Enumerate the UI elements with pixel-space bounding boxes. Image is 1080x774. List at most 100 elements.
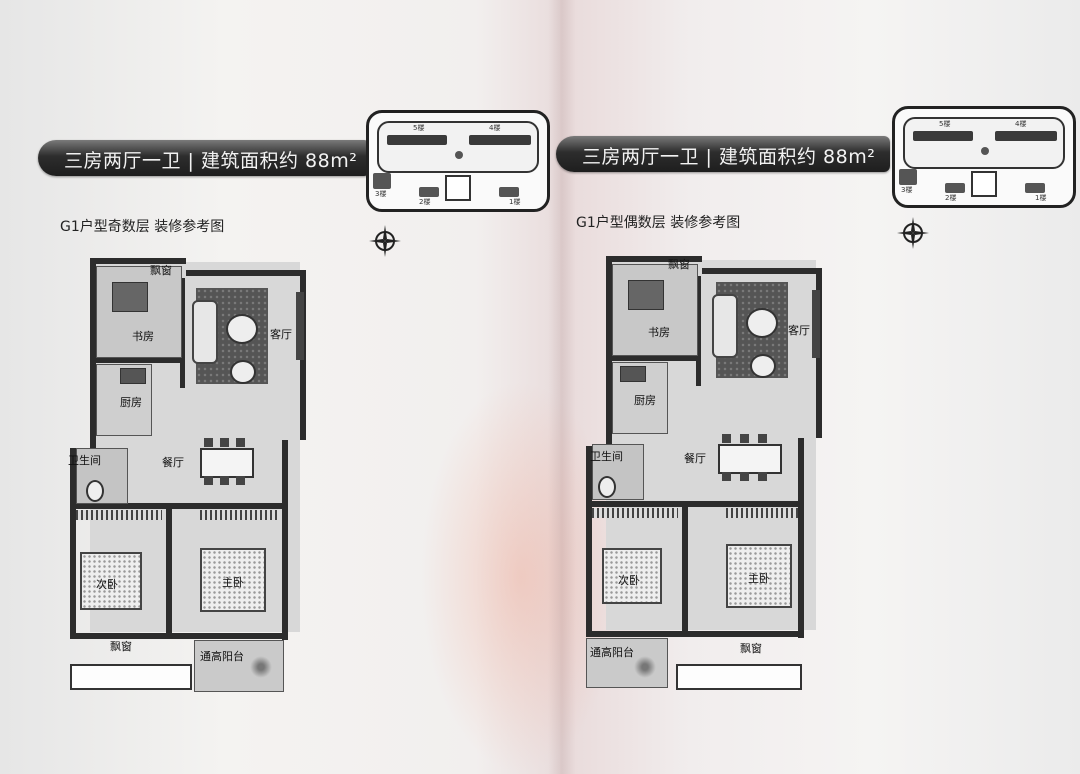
wardrobe: [592, 508, 678, 518]
keymap-label-1: 1楼: [509, 198, 521, 206]
wall: [90, 258, 186, 264]
second-bed: [80, 552, 142, 610]
living-sofa: [192, 300, 218, 364]
wall: [586, 501, 798, 507]
room-label-living: 客厅: [788, 324, 810, 337]
keymap-building-1: [1025, 183, 1045, 193]
room-label-study: 书房: [132, 330, 154, 343]
coffee-table: [226, 314, 258, 344]
keymap-label-4: 4楼: [1015, 120, 1027, 128]
study-desk: [112, 282, 148, 312]
keymap-label-2: 2楼: [419, 198, 431, 206]
dining-chair: [758, 472, 767, 481]
keymap-label-3: 3楼: [375, 190, 387, 198]
site-keymap-left: 5楼 4楼 3楼 2楼 1楼: [366, 110, 550, 212]
tv-cabinet: [296, 292, 304, 360]
wall: [606, 256, 612, 456]
floor-plan-odd: 飘窗 书房 客厅 厨房 餐厅 卫生间 次卧 主卧 飘窗 通高阳台: [60, 248, 320, 698]
study-desk: [628, 280, 664, 310]
keymap-building-row: [995, 131, 1057, 141]
keymap-building-3: [373, 173, 391, 189]
room-label-bay-window-bottom: 飘窗: [740, 642, 762, 655]
wall: [282, 440, 288, 640]
dining-chair: [740, 472, 749, 481]
toilet: [598, 476, 616, 498]
dining-table: [200, 448, 254, 478]
keymap-center-dot: [981, 147, 989, 155]
room-label-bay-window-top: 飘窗: [150, 264, 172, 277]
wardrobe: [726, 508, 798, 518]
dining-chair: [220, 476, 229, 485]
dining-chair: [236, 476, 245, 485]
wall: [70, 448, 76, 638]
wall: [682, 501, 688, 631]
plan-label-left: G1户型奇数层 装修参考图: [60, 219, 225, 235]
keymap-square: [445, 175, 471, 201]
room-label-balcony: 通高阳台: [200, 650, 244, 663]
plant-icon: [250, 656, 272, 678]
study-room: [612, 264, 698, 356]
wall: [166, 503, 172, 633]
wall: [702, 268, 816, 274]
compass-icon: [369, 225, 401, 257]
room-label-second-bedroom: 次卧: [618, 574, 640, 587]
room-label-kitchen: 厨房: [120, 396, 142, 409]
keymap-square: [971, 171, 997, 197]
wardrobe: [76, 510, 162, 520]
wall: [70, 503, 282, 509]
room-label-bay-window-bottom: 飘窗: [110, 640, 132, 653]
dining-chair: [220, 438, 229, 447]
bathroom-room: [592, 444, 644, 500]
keymap-building-row: [913, 131, 973, 141]
stove: [620, 366, 646, 382]
room-label-living: 客厅: [270, 328, 292, 341]
room-label-dining: 餐厅: [162, 456, 184, 469]
banner-right: 三房两厅一卫 | 建筑面积约 88m²: [556, 136, 890, 172]
keymap-building-2: [945, 183, 965, 193]
room-label-study: 书房: [648, 326, 670, 339]
dining-chair: [204, 438, 213, 447]
dining-chair: [740, 434, 749, 443]
room-label-master-bedroom: 主卧: [222, 576, 244, 589]
armchair: [230, 360, 256, 384]
banner-title-right: 三房两厅一卫 | 建筑面积约 88m²: [582, 146, 876, 168]
wall: [606, 256, 702, 262]
room-label-bay-window-top: 飘窗: [668, 258, 690, 271]
wall: [90, 258, 96, 458]
living-sofa: [712, 294, 738, 358]
wardrobe: [200, 510, 280, 520]
room-label-balcony: 通高阳台: [590, 646, 634, 659]
keymap-label-3: 3楼: [901, 186, 913, 194]
keymap-building-2: [419, 187, 439, 197]
dining-chair: [722, 472, 731, 481]
study-room: [96, 266, 182, 358]
plan-label-right: G1户型偶数层 装修参考图: [576, 215, 741, 231]
wall: [612, 356, 698, 361]
keymap-building-1: [499, 187, 519, 197]
keymap-label-2: 2楼: [945, 194, 957, 202]
dining-chair: [758, 434, 767, 443]
wall: [180, 278, 185, 388]
keymap-center-dot: [455, 151, 463, 159]
room-label-master-bedroom: 主卧: [748, 572, 770, 585]
wall: [798, 438, 804, 638]
room-label-dining: 餐厅: [684, 452, 706, 465]
room-label-second-bedroom: 次卧: [96, 578, 118, 591]
second-bed: [602, 548, 662, 604]
keymap-label-5: 5楼: [413, 124, 425, 132]
stove: [120, 368, 146, 384]
plant-icon: [634, 656, 656, 678]
master-bed: [200, 548, 266, 612]
wall: [186, 270, 300, 276]
room-label-kitchen: 厨房: [634, 394, 656, 407]
floor-plan-even: 飘窗 书房 客厅 厨房 餐厅 卫生间 次卧 主卧 通高阳台 飘窗: [576, 246, 836, 696]
bay-window-sill: [676, 664, 802, 690]
armchair: [750, 354, 776, 378]
keymap-label-4: 4楼: [489, 124, 501, 132]
toilet: [86, 480, 104, 502]
wall: [696, 276, 701, 386]
coffee-table: [746, 308, 778, 338]
keymap-label-5: 5楼: [939, 120, 951, 128]
site-keymap-right: 5楼 4楼 3楼 2楼 1楼: [892, 106, 1076, 208]
dining-table: [718, 444, 782, 474]
